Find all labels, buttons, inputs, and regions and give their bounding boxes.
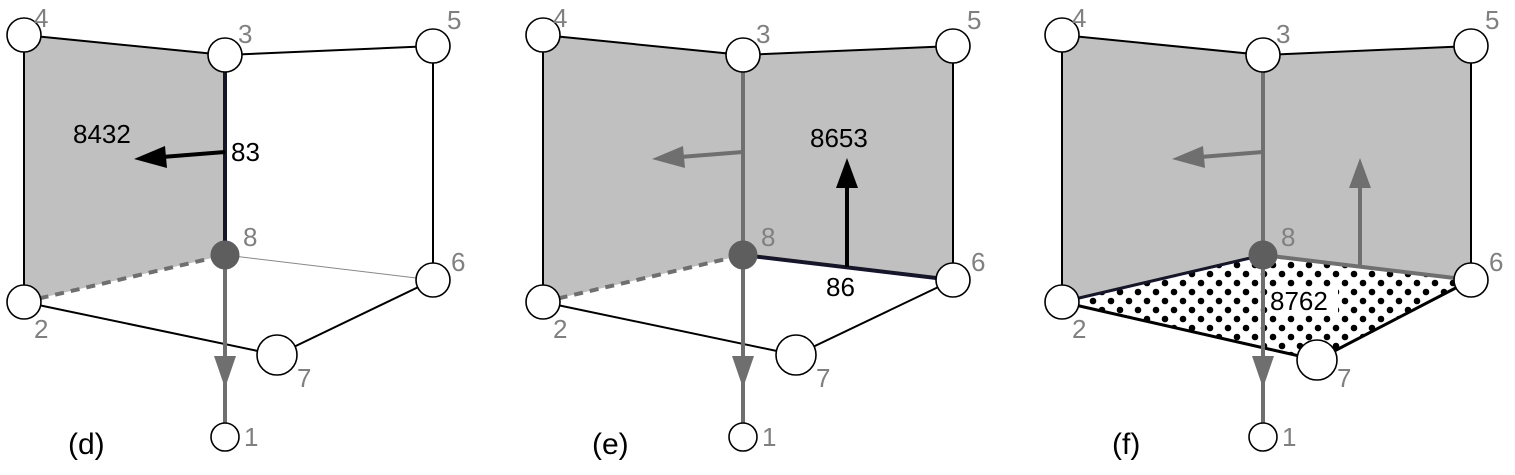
face-8762 (1062, 255, 1471, 360)
normal-arrow-8432 (679, 150, 744, 159)
panel-e: 8653 86 4 3 5 6 2 7 1 8 (e) (525, 3, 985, 461)
node-label: 6 (1489, 247, 1503, 277)
node-2 (6, 284, 42, 320)
edge-4-3 (1061, 34, 1264, 56)
normal-arrow-8432-head (1172, 146, 1205, 168)
edge-8-6 (742, 253, 954, 282)
node-label: 5 (447, 5, 461, 35)
edge-7-6 (1316, 278, 1472, 362)
node-7 (775, 334, 817, 376)
arrow-head-down (1252, 356, 1274, 388)
node-2 (525, 284, 561, 320)
edge-7-6 (276, 279, 434, 356)
edge-4-3 (542, 34, 744, 56)
node-label: 3 (238, 19, 252, 49)
edge-2-8 (1061, 253, 1264, 304)
node-6 (1453, 262, 1489, 298)
node-8 (1248, 240, 1278, 270)
face-8432 (543, 35, 743, 302)
node-7 (1296, 339, 1338, 381)
node-label: 4 (1072, 3, 1086, 33)
face-8432 (24, 35, 225, 302)
node-1 (728, 422, 758, 452)
node-label: 2 (34, 314, 48, 344)
node-8 (728, 240, 758, 270)
edge-3-5 (224, 45, 434, 56)
face-label: 8762 (1270, 286, 1328, 316)
panel-f: 8762 4 3 5 6 2 7 1 8 (f) (1044, 3, 1503, 461)
face-label-backdrop (1268, 287, 1338, 315)
edge-8-6 (1262, 253, 1472, 282)
node-label: 8 (243, 222, 257, 252)
node-1 (1248, 422, 1278, 452)
face-label: 83 (231, 137, 260, 167)
face-label: 8653 (810, 123, 868, 153)
node-3 (725, 37, 761, 73)
node-label: 5 (967, 5, 981, 35)
node-3 (207, 37, 243, 73)
node-8 (210, 240, 240, 270)
face-8653 (1263, 46, 1471, 280)
normal-arrow-8432-head (652, 146, 685, 168)
node-label: 7 (1337, 363, 1351, 393)
normal-arrow-8653-head (1349, 158, 1371, 188)
node-6 (415, 262, 451, 298)
normal-arrow-8432 (1199, 150, 1264, 159)
normal-arrow-8653-head (836, 158, 858, 188)
edge-4-3 (23, 34, 226, 56)
face-8432 (1062, 35, 1263, 302)
edge-2-7 (542, 301, 797, 356)
arrow-head-down (214, 356, 236, 388)
node-label: 8 (1281, 222, 1295, 252)
edge-3-5 (742, 45, 954, 56)
node-label: 1 (762, 422, 776, 452)
normal-arrow-8432-head (134, 146, 167, 168)
panel-label: (e) (592, 428, 629, 461)
edge-2-7 (1061, 300, 1318, 362)
node-label: 3 (756, 19, 770, 49)
node-label: 7 (297, 363, 311, 393)
node-5 (1453, 28, 1489, 64)
node-label: 1 (244, 422, 258, 452)
node-label: 6 (971, 247, 985, 277)
normal-arrow-8432 (161, 150, 226, 159)
node-label: 5 (1485, 5, 1499, 35)
node-7 (256, 334, 298, 376)
panel-d: 8432 83 4 3 5 6 2 7 1 8 (d) (6, 3, 465, 461)
edge-2-8-dashed (23, 253, 226, 304)
node-label: 3 (1276, 19, 1290, 49)
node-6 (935, 262, 971, 298)
node-label: 1 (1282, 422, 1296, 452)
edge-7-6 (795, 279, 954, 356)
face-label: 8432 (73, 119, 131, 149)
node-4 (6, 17, 42, 53)
node-4 (525, 17, 561, 53)
arrow-head-down (732, 356, 754, 388)
node-label: 2 (1072, 314, 1086, 344)
edge-2-7 (23, 301, 278, 356)
node-label: 7 (816, 363, 830, 393)
node-4 (1044, 17, 1080, 53)
node-3 (1245, 37, 1281, 73)
node-2 (1044, 284, 1080, 320)
node-label: 8 (761, 222, 775, 252)
node-5 (415, 28, 451, 64)
face-label: 86 (826, 272, 855, 302)
node-5 (935, 28, 971, 64)
node-label: 4 (553, 3, 567, 33)
node-label: 4 (34, 3, 48, 33)
node-label: 6 (451, 247, 465, 277)
edge-8-6 (224, 254, 434, 281)
panel-label: (f) (1112, 428, 1140, 461)
edge-3-5 (1262, 45, 1472, 56)
edge-2-8-dashed (542, 253, 744, 304)
node-label: 2 (553, 314, 567, 344)
panel-label: (d) (68, 428, 105, 461)
node-1 (210, 422, 240, 452)
